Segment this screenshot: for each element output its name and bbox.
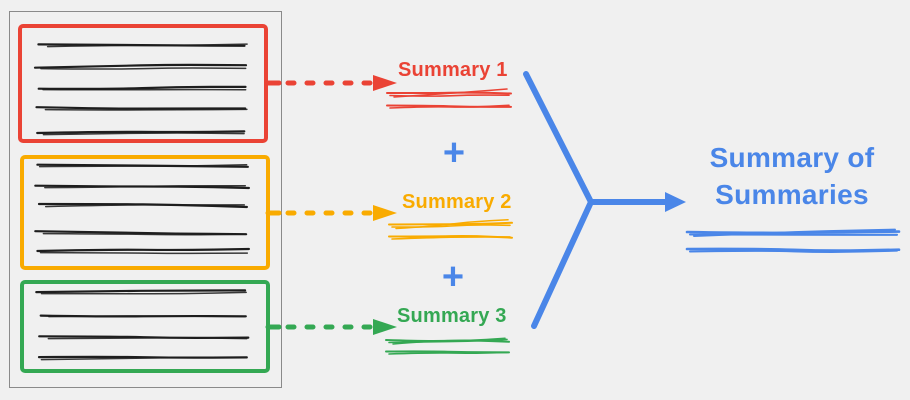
document-section-1 xyxy=(18,24,268,143)
merge-arrow xyxy=(588,192,686,212)
plus-operator-2: + xyxy=(441,256,465,298)
extract-arrow-3 xyxy=(265,319,397,335)
summary-3-scribble xyxy=(385,337,510,355)
merge-connector xyxy=(523,71,594,329)
result-title-line1: Summary of xyxy=(709,142,875,173)
extract-arrow-2 xyxy=(265,205,397,221)
result-title-line2: Summaries xyxy=(715,179,869,210)
extract-arrow-1 xyxy=(265,75,397,91)
plus-operator-1: + xyxy=(442,132,466,174)
summary-2-label: Summary 2 xyxy=(402,191,512,213)
summary-3-label: Summary 3 xyxy=(397,305,507,327)
document-section-3 xyxy=(20,280,270,373)
result-title: Summary of Summaries xyxy=(686,139,898,213)
document-container xyxy=(9,11,282,388)
result-scribble xyxy=(685,228,901,253)
summary-1-scribble xyxy=(386,88,512,109)
summary-2-scribble xyxy=(388,219,513,240)
summary-1-label: Summary 1 xyxy=(398,59,508,81)
document-section-2 xyxy=(20,155,270,270)
